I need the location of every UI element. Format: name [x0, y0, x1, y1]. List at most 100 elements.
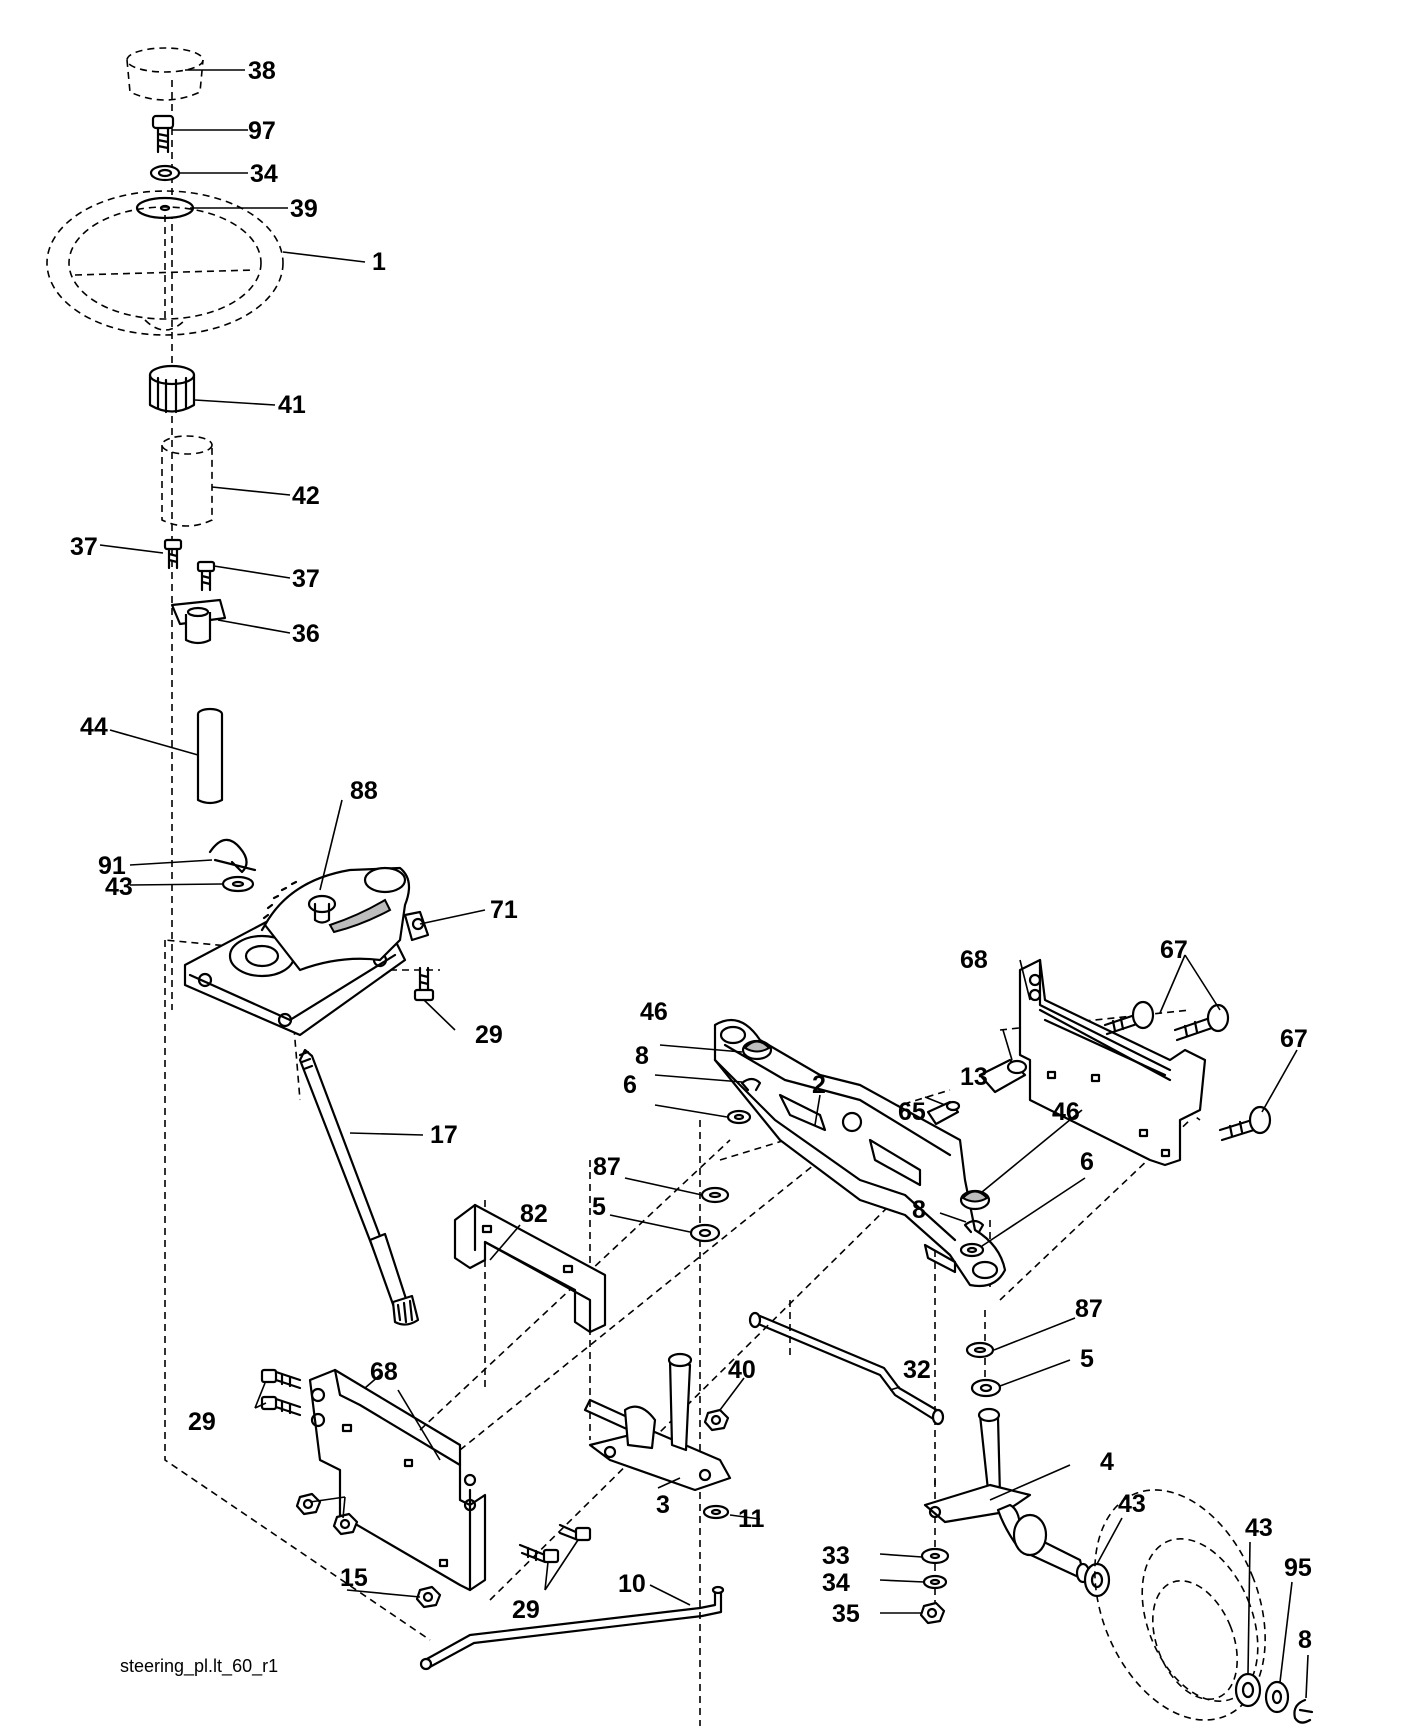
callout-3: 3	[656, 1491, 670, 1519]
cap-46-lower	[959, 1189, 991, 1211]
pivot-bushing-13	[978, 1058, 1028, 1094]
callout-35: 35	[832, 1600, 860, 1628]
washer-43-outer	[1234, 1672, 1262, 1708]
screw-37-right	[196, 560, 216, 592]
washer-6-top	[726, 1109, 752, 1125]
callout-43-top: 43	[105, 873, 133, 901]
callout-68-right: 68	[960, 946, 988, 974]
callout-29-left: 29	[188, 1408, 216, 1436]
bolt-97	[151, 114, 175, 154]
bracket-82	[453, 1203, 607, 1334]
callout-87-left: 87	[593, 1153, 621, 1181]
callout-40: 40	[728, 1356, 756, 1384]
callout-11: 11	[738, 1505, 765, 1533]
tie-rod-32	[748, 1311, 945, 1426]
column-tube-44	[196, 707, 224, 805]
callout-5-right: 5	[1080, 1345, 1094, 1373]
leader-lines	[99, 69, 1309, 1699]
pivot-bolt-88	[307, 894, 337, 924]
frame-plate-68-right	[1018, 958, 1207, 1167]
callout-34-spindle: 34	[822, 1569, 850, 1597]
callout-32: 32	[903, 1356, 931, 1384]
callout-15: 15	[340, 1564, 368, 1592]
lock-washer-34	[149, 164, 181, 182]
callout-29-bottom: 29	[512, 1596, 540, 1624]
callout-91: 91	[98, 852, 126, 880]
nut-40	[703, 1408, 730, 1432]
callout-88: 88	[350, 777, 378, 805]
bolt-29-left-lower	[260, 1395, 302, 1417]
diagram-file-label: steering_pl.lt_60_r1	[120, 1656, 279, 1676]
column-cover-42	[161, 435, 213, 527]
callout-17: 17	[430, 1121, 458, 1149]
callout-42: 42	[292, 482, 320, 510]
callout-37-right: 37	[292, 565, 320, 593]
bolt-29-bottom-b	[558, 1523, 592, 1542]
callout-8-lower: 8	[912, 1196, 926, 1224]
bolt-67-c	[1218, 1105, 1272, 1142]
callout-2: 2	[812, 1071, 826, 1099]
callout-numbers: 38 97 34 39 1 41 42 37 37 36 44 88 91 43…	[70, 57, 1312, 1654]
washer-87-right	[965, 1341, 995, 1359]
callout-68-left: 68	[370, 1358, 398, 1386]
callout-8-wheel: 8	[1298, 1626, 1312, 1654]
bolt-67-b	[1173, 1003, 1230, 1042]
callout-4: 4	[1100, 1448, 1114, 1476]
callout-29-housing: 29	[475, 1021, 503, 1049]
lock-washer-34-spindle	[922, 1574, 948, 1590]
callout-39: 39	[290, 195, 318, 223]
callout-1: 1	[372, 248, 386, 276]
spindle-4	[923, 1407, 1091, 1584]
bolt-29-housing	[413, 966, 435, 1002]
pivot-pin-65	[926, 1100, 961, 1126]
bushing-5-left	[689, 1223, 721, 1243]
washer-6-lower	[959, 1242, 985, 1258]
steering-adapter-41	[148, 364, 196, 414]
washer-43-spindle	[1083, 1562, 1111, 1598]
screw-37-left	[163, 538, 183, 570]
nut-15-b	[332, 1512, 359, 1536]
front-wheel	[1094, 1489, 1266, 1721]
drag-link-10	[419, 1585, 725, 1671]
callout-43-outer: 43	[1245, 1514, 1273, 1542]
callout-6-lower: 6	[1080, 1148, 1094, 1176]
callout-8-top: 8	[635, 1042, 649, 1070]
front-axle-2	[713, 1018, 1007, 1288]
callout-82: 82	[520, 1200, 548, 1228]
bolt-29-bottom-a	[518, 1543, 560, 1564]
callout-34: 34	[250, 160, 278, 188]
callout-13: 13	[960, 1063, 988, 1091]
frame-plate-68-left	[308, 1368, 487, 1592]
washer-95	[1264, 1680, 1290, 1714]
callout-38: 38	[248, 57, 276, 85]
cap-46-top	[741, 1039, 773, 1061]
callout-87-right: 87	[1075, 1295, 1103, 1323]
steering-shaft-17	[298, 1048, 420, 1326]
bolt-67-a	[1103, 1000, 1155, 1036]
callout-5-left: 5	[592, 1193, 606, 1221]
callout-67-right: 67	[1280, 1025, 1308, 1053]
nut-35	[919, 1601, 946, 1625]
callout-67-top: 67	[1160, 936, 1188, 964]
nut-15-c	[415, 1585, 442, 1609]
callout-33: 33	[822, 1542, 850, 1570]
spindle-3	[583, 1352, 732, 1492]
nut-15-a	[295, 1492, 322, 1516]
callout-10: 10	[618, 1570, 646, 1598]
washer-87-left	[700, 1186, 730, 1204]
sector-gear-71	[260, 866, 430, 972]
washer-33	[920, 1547, 950, 1565]
callout-97: 97	[248, 117, 276, 145]
steering-cap-38	[126, 47, 204, 101]
callout-46-lower: 46	[1052, 1098, 1080, 1126]
e-clip-8-top	[740, 1077, 762, 1092]
bushing-5-right	[970, 1378, 1002, 1398]
bolt-29-left-upper	[260, 1368, 302, 1390]
steering-wheel-1	[46, 190, 284, 336]
callout-43-spindle: 43	[1118, 1490, 1146, 1518]
bushing-36	[170, 598, 227, 645]
callout-44: 44	[80, 713, 108, 741]
e-clip-8-lower	[963, 1219, 985, 1234]
callout-65: 65	[898, 1098, 926, 1126]
